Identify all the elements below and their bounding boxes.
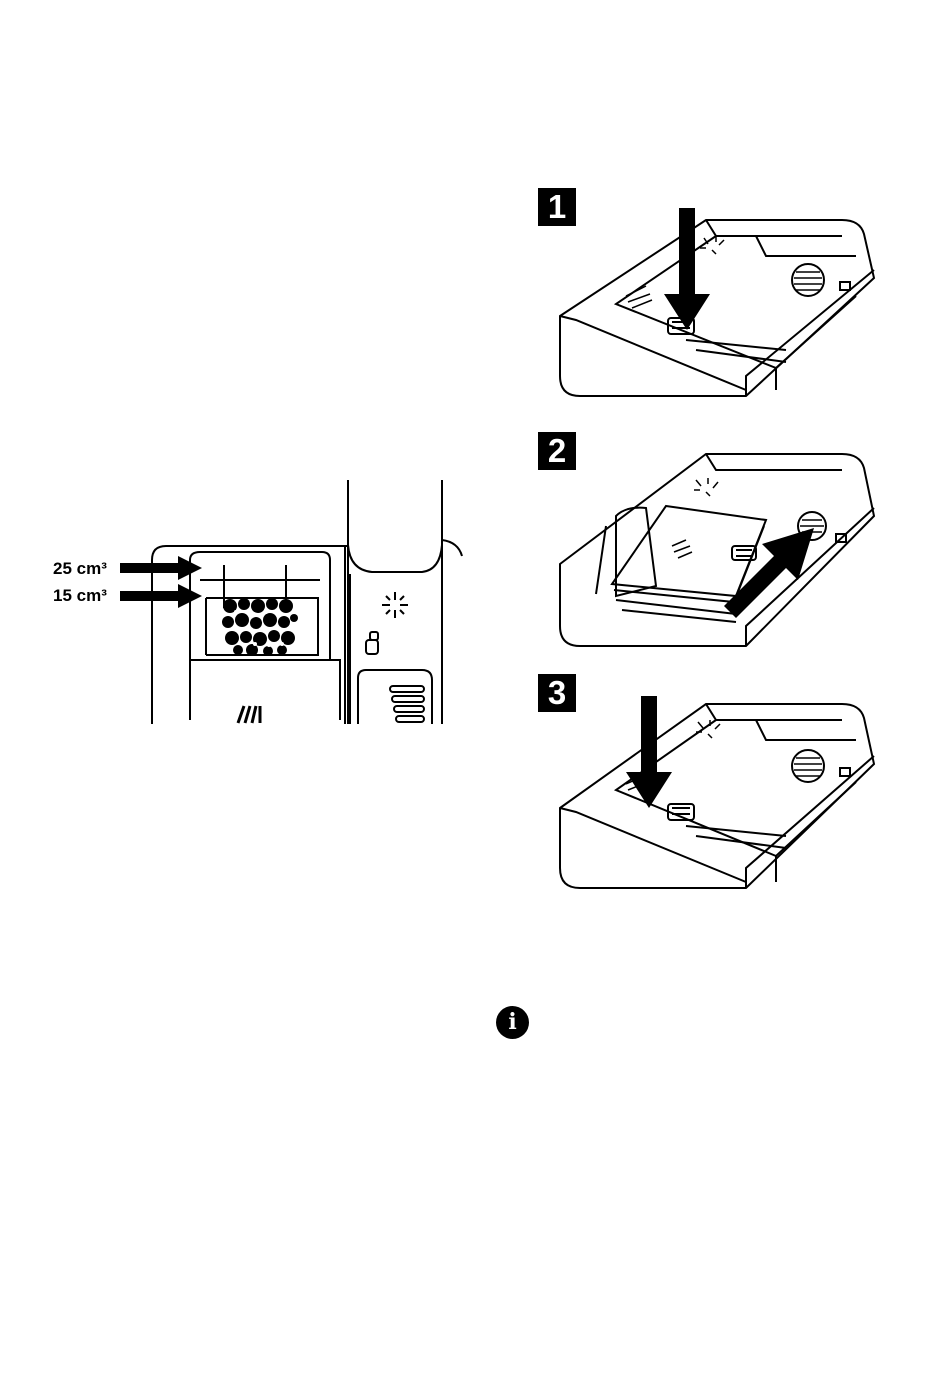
step-3-illustration: [556, 692, 876, 914]
step-3-press-down-arrow: [626, 696, 672, 808]
lower-flap: [190, 660, 340, 720]
info-icon-glyph: i: [508, 1009, 516, 1035]
column-bottom: [348, 545, 442, 572]
fill-level-25-arrow: [120, 556, 204, 580]
fill-level-15-arrow: [120, 584, 204, 608]
step-2-slide-arrow: [724, 528, 814, 618]
rinse-aid-icon: [382, 592, 408, 618]
step-1-push-down-arrow: [664, 208, 710, 330]
info-icon: i: [496, 1006, 529, 1039]
fill-level-15-label: 15 cm³: [53, 586, 107, 606]
step-1-illustration: [556, 200, 876, 422]
detergent-powder-illustration: [222, 598, 298, 656]
step-2-illustration: [556, 446, 876, 668]
fill-level-25-label: 25 cm³: [53, 559, 107, 579]
